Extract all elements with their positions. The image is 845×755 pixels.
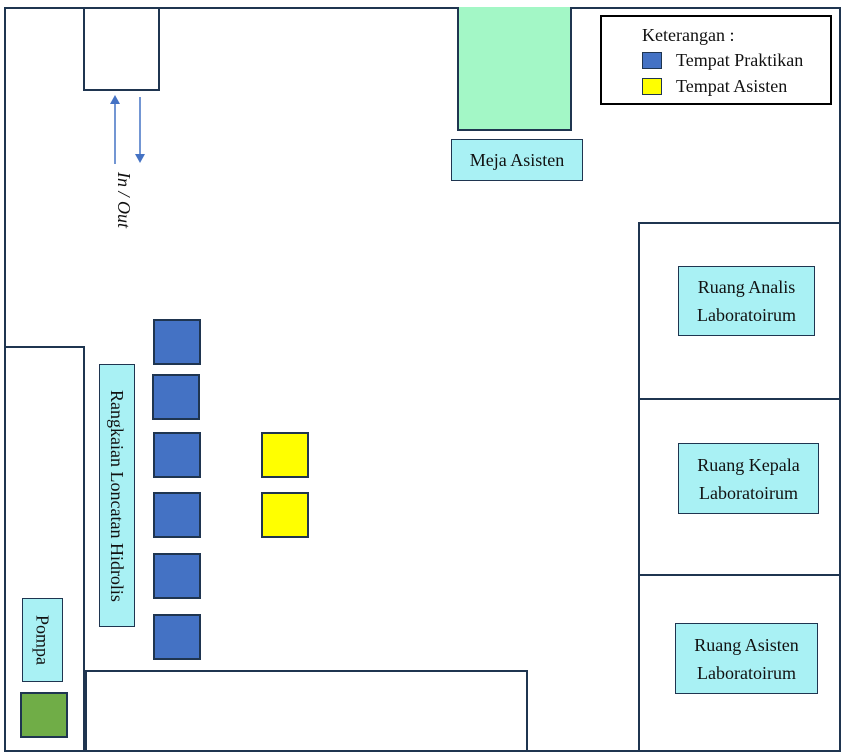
room-asisten-line2: Laboratoirum <box>697 662 796 683</box>
room-kepala-line2: Laboratoirum <box>699 482 798 503</box>
pump-label: Pompa <box>22 598 63 682</box>
room-kepala-line1: Ruang Kepala <box>697 454 800 475</box>
room-asisten-label: Ruang Asisten Laboratoirum <box>675 623 818 694</box>
room-kepala-label: Ruang Kepala Laboratoirum <box>678 443 819 514</box>
legend-swatch-praktikan <box>642 52 662 69</box>
asisten-seat <box>261 432 309 478</box>
legend-item-asisten: Tempat Asisten <box>642 75 830 98</box>
meja-asisten-table <box>457 7 572 131</box>
pump-label-text: Pompa <box>32 614 53 665</box>
room-asisten-line1: Ruang Asisten <box>694 634 799 655</box>
praktikan-seat <box>152 374 200 420</box>
legend-label-asisten: Tempat Asisten <box>676 76 788 96</box>
entrance-door <box>83 7 160 91</box>
pump-alcove <box>4 346 85 752</box>
meja-asisten-text: Meja Asisten <box>469 150 565 170</box>
bottom-counter <box>85 670 528 752</box>
praktikan-seat <box>153 492 201 538</box>
pump-unit <box>20 692 68 738</box>
room-analis-label: Ruang Analis Laboratoirum <box>678 266 815 336</box>
praktikan-seat <box>153 614 201 660</box>
room-analis-line1: Ruang Analis <box>697 277 796 297</box>
legend-swatch-asisten <box>642 78 662 95</box>
praktikan-seat <box>153 319 201 365</box>
legend-item-praktikan: Tempat Praktikan <box>642 49 830 72</box>
entrance-label: In / Out <box>114 172 134 228</box>
apparatus-label-text: Rangkaian Loncatan Hidrolis <box>107 389 127 602</box>
legend-label-praktikan: Tempat Praktikan <box>676 50 804 70</box>
praktikan-seat <box>153 432 201 478</box>
legend-title: Keterangan : <box>642 25 735 45</box>
room-analis-line2: Laboratoirum <box>697 305 796 325</box>
asisten-seat <box>261 492 309 538</box>
praktikan-seat <box>153 553 201 599</box>
room-asisten <box>638 574 841 752</box>
legend: Keterangan : Tempat Praktikan Tempat Asi… <box>600 15 832 105</box>
arrow-up-icon <box>110 95 120 164</box>
apparatus-label: Rangkaian Loncatan Hidrolis <box>99 364 135 627</box>
in-out-arrows <box>110 95 145 164</box>
meja-asisten-label: Meja Asisten <box>451 139 583 181</box>
arrow-down-icon <box>135 97 145 163</box>
